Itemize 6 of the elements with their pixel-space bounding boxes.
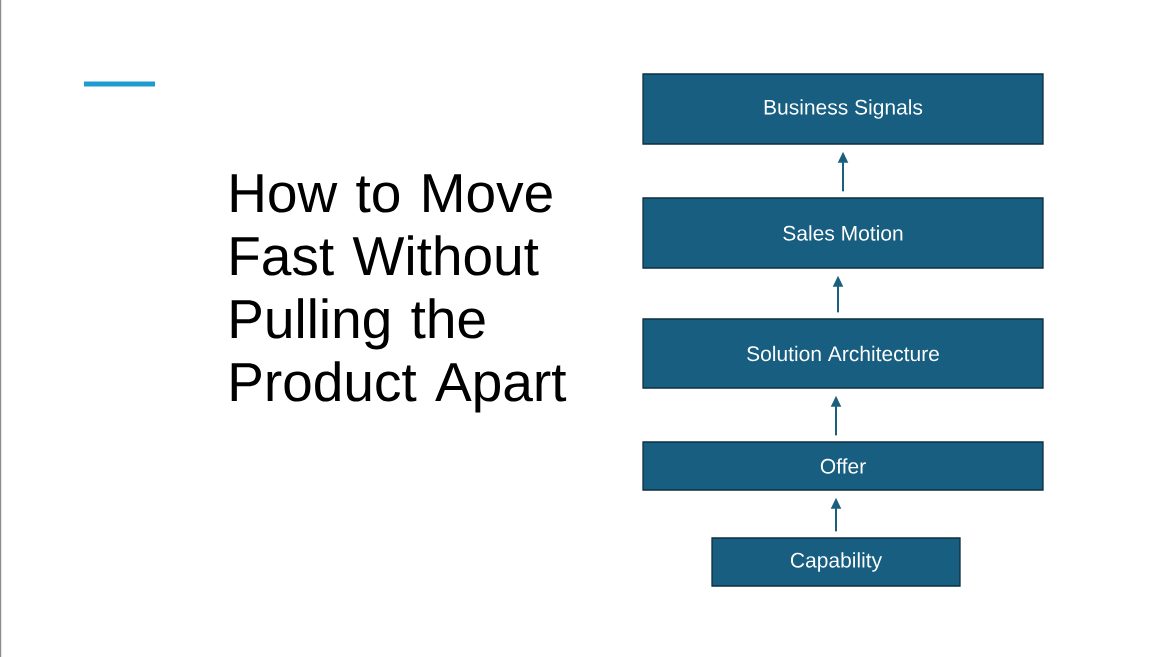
process-box: Business Signals (642, 73, 1044, 145)
process-box: Sales Motion (642, 197, 1044, 269)
title: How to Move Fast Without Pulling the Product Apart (231, 174, 567, 413)
process-box: Offer (642, 441, 1044, 491)
process-box: Solution Architecture (642, 318, 1044, 389)
process-box: Capability (711, 537, 961, 587)
